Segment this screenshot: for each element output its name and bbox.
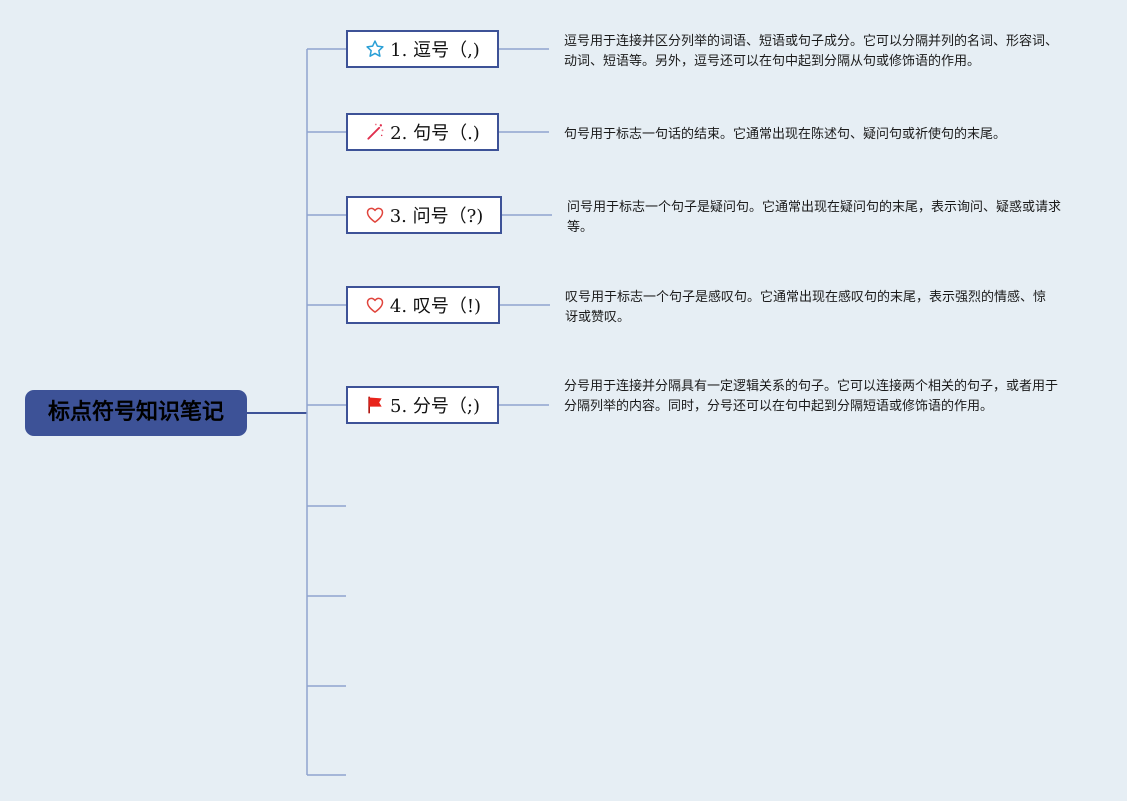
red-flag-icon: [365, 395, 385, 415]
topic-exclamation-mark[interactable]: 4. 叹号（!): [346, 286, 500, 324]
topic-label: 1. 逗号（,): [390, 40, 480, 61]
note-semicolon: 分号用于连接并分隔具有一定逻辑关系的句子。它可以连接两个相关的句子，或者用于分隔…: [564, 379, 1059, 414]
topic-label: 5. 分号（;): [390, 396, 480, 417]
note-question-mark: 问号用于标志一个句子是疑问句。它通常出现在疑问句的末尾，表示询问、疑惑或请求等。: [567, 200, 1062, 235]
star-outline-icon: [365, 39, 385, 59]
topic-label: 3. 问号（?): [389, 206, 484, 227]
magic-wand-icon: [365, 122, 385, 142]
heart-outline-icon: [365, 205, 385, 225]
topic-question-mark[interactable]: 3. 问号（?): [346, 196, 502, 234]
topic-period[interactable]: 2. 句号（.): [346, 113, 499, 151]
topic-semicolon[interactable]: 5. 分号（;): [346, 386, 499, 424]
root-topic[interactable]: 标点符号知识笔记: [25, 390, 247, 436]
heart-outline-icon: [365, 295, 385, 315]
note-comma: 逗号用于连接并区分列举的词语、短语或句子成分。它可以分隔并列的名词、形容词、动词…: [564, 34, 1059, 69]
topic-label: 2. 句号（.): [390, 123, 480, 144]
note-period: 句号用于标志一句话的结束。它通常出现在陈述句、疑问句或祈使句的末尾。: [564, 127, 1007, 142]
topic-label: 4. 叹号（!): [389, 296, 482, 317]
note-exclamation-mark: 叹号用于标志一个句子是感叹句。它通常出现在感叹句的末尾，表示强烈的情感、惊讶或赞…: [565, 290, 1047, 325]
topic-comma[interactable]: 1. 逗号（,): [346, 30, 499, 68]
